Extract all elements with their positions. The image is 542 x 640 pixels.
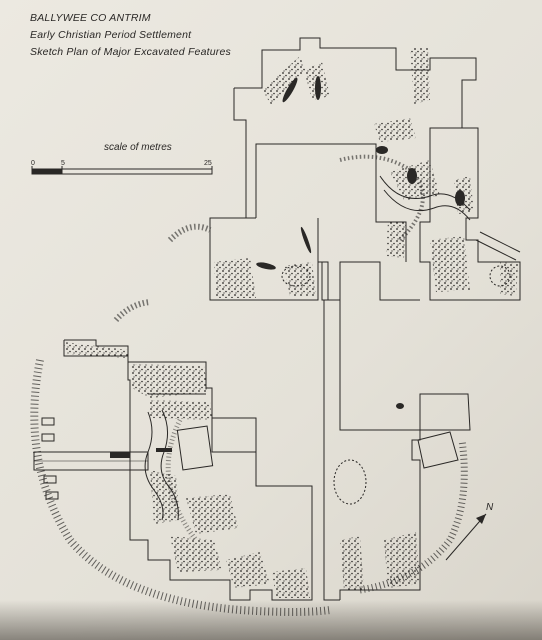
- scale-tick-25: 25: [204, 160, 212, 167]
- west-entrance: [33, 417, 149, 500]
- upper-bank-hachures: [113, 154, 425, 323]
- scale-tick-0: 0: [31, 160, 35, 167]
- site-title: BALLYWEE CO ANTRIM: [30, 12, 151, 24]
- scale-bar: [31, 166, 213, 175]
- period-subtitle: Early Christian Period Settlement: [30, 29, 192, 41]
- rubble-stipple: [64, 48, 518, 598]
- plan-caption: Sketch Plan of Major Excavated Features: [30, 46, 231, 58]
- title-block: BALLYWEE CO ANTRIM Early Christian Perio…: [30, 10, 290, 61]
- scale-label: scale of metres: [104, 142, 172, 153]
- hut-circles: [281, 265, 511, 505]
- north-label: N: [486, 502, 494, 513]
- north-arrow-icon: N: [445, 502, 494, 561]
- east-trenches: [417, 393, 471, 469]
- lower-bank-hachures: [30, 359, 468, 616]
- scale-tick-5: 5: [61, 160, 65, 167]
- souterrain: [144, 175, 521, 521]
- upper-trench-outline: [209, 37, 521, 301]
